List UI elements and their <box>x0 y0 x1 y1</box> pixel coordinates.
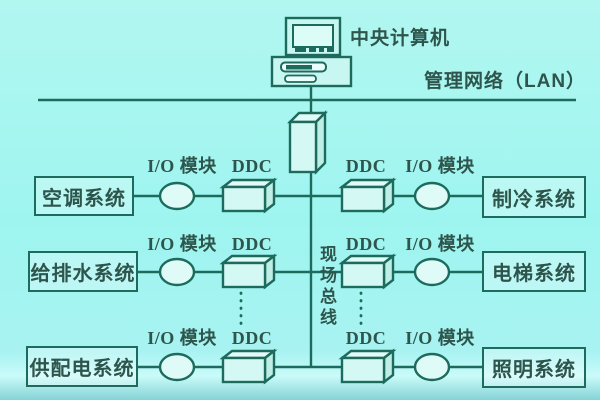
ddc-cuboid <box>219 253 278 290</box>
system-box-refrigeration: 制冷系统 <box>482 176 586 218</box>
system-box-lighting: 照明系统 <box>482 347 586 388</box>
row-2-links <box>138 253 482 290</box>
row-1-links <box>134 177 482 214</box>
central-computer-label: 中央计算机 <box>350 28 451 49</box>
ddc-cuboid <box>219 348 278 385</box>
io-module-label: I/O 模块 <box>147 328 217 348</box>
io-module-ellipse <box>158 257 196 287</box>
system-box-elevator: 电梯系统 <box>482 251 586 292</box>
ddc-cuboid <box>338 348 397 385</box>
ddc-label: DDC <box>231 234 273 254</box>
ddc-cuboid <box>338 253 397 290</box>
io-module-label: I/O 模块 <box>147 156 217 176</box>
io-module-label: I/O 模块 <box>405 234 475 254</box>
system-box-power-distribution: 供配电系统 <box>26 346 138 387</box>
ellipsis-dots <box>239 291 363 330</box>
lan-label: 管理网络（LAN） <box>424 71 587 92</box>
system-box-hvac: 空调系统 <box>34 176 134 216</box>
io-module-ellipse <box>158 181 196 211</box>
field-bus-label: 现场总线 <box>317 245 336 329</box>
ddc-label: DDC <box>345 156 387 176</box>
ddc-label: DDC <box>231 156 273 176</box>
io-module-ellipse <box>158 352 196 382</box>
network-gateway-cuboid <box>287 100 328 175</box>
system-box-water-supply-drainage: 给排水系统 <box>28 251 138 292</box>
ddc-cuboid <box>338 177 397 214</box>
central-computer-icon <box>270 16 353 100</box>
io-module-ellipse <box>413 257 451 287</box>
io-module-ellipse <box>413 352 451 382</box>
row-3-links <box>138 348 482 385</box>
ddc-cuboid <box>219 177 278 214</box>
io-module-label: I/O 模块 <box>405 156 475 176</box>
io-module-label: I/O 模块 <box>147 234 217 254</box>
ddc-label: DDC <box>345 234 387 254</box>
io-module-label: I/O 模块 <box>405 328 475 348</box>
ddc-label: DDC <box>231 328 273 348</box>
io-module-ellipse <box>413 181 451 211</box>
ddc-label: DDC <box>345 328 387 348</box>
